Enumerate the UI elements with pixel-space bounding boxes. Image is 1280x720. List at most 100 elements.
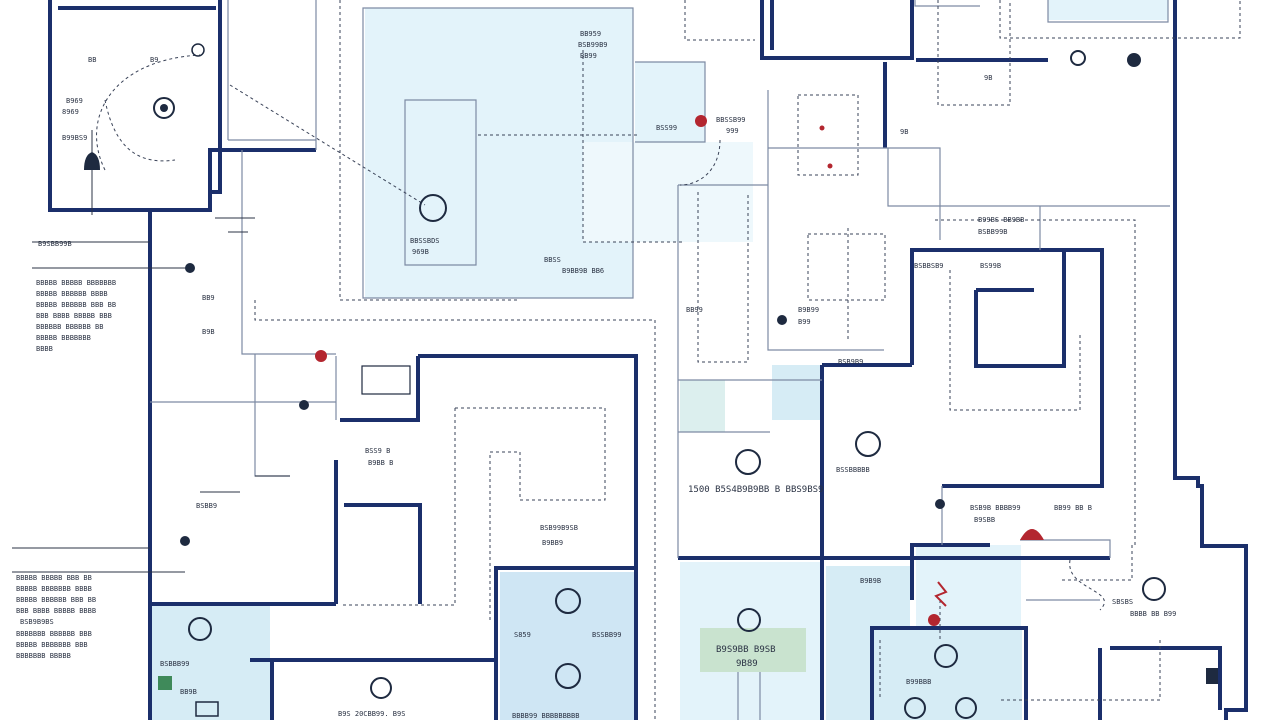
portrait-medallion-1 xyxy=(419,194,447,222)
fixture-red-1 xyxy=(315,350,327,362)
dash-17 xyxy=(684,0,755,41)
dash-18 xyxy=(96,54,201,171)
fixture-small-box-3 xyxy=(361,365,411,395)
room-fills xyxy=(58,0,1168,720)
label-l17: B9B xyxy=(202,328,215,336)
fixture-red-3 xyxy=(928,614,940,626)
fixture-small-box-2 xyxy=(195,701,219,717)
leader-6 xyxy=(215,217,255,233)
note-lower-0: BBBBB BBBBB BBB BB xyxy=(16,574,92,582)
fixture-red-dot-a xyxy=(819,125,825,131)
fixture-circle-1 xyxy=(153,97,175,119)
note-lower-6: BBBBBBB BBBBB xyxy=(16,652,71,660)
label-l32: BSB9B BBBB99 xyxy=(970,504,1021,512)
label-l31: BSSBBBBB xyxy=(836,466,870,474)
thin-partitions xyxy=(150,0,1170,720)
room-fill-green-tag xyxy=(700,628,806,672)
partition-o xyxy=(941,486,1111,558)
fixture-small-box-1 xyxy=(158,676,172,690)
wall-bottom-center-room xyxy=(494,566,636,720)
dash-05 xyxy=(254,300,656,720)
leader-lines xyxy=(12,130,290,573)
portrait-medallion-4 xyxy=(555,588,581,614)
note-upper-3: BBB BBBB BBBBB BBB xyxy=(36,312,112,320)
partition-r xyxy=(404,99,477,266)
label-l23: BB99 xyxy=(686,306,703,314)
portrait-medallion-7 xyxy=(934,644,958,668)
label-l18: BSS9 B xyxy=(365,447,390,455)
fixture-red-dot-b xyxy=(827,163,833,169)
label-l42: B99BBB xyxy=(906,678,931,686)
label-l27: BS99B xyxy=(980,262,1001,270)
portrait-medallion-11 xyxy=(904,697,926,719)
partition-i xyxy=(767,90,941,351)
wall-center-room xyxy=(418,354,638,720)
dashed-lines xyxy=(96,0,1241,720)
label-l20: BSBB9 xyxy=(196,502,217,510)
wall-left-upper-h xyxy=(208,148,316,192)
partition-c xyxy=(241,150,336,355)
label-l07: 8969 xyxy=(62,108,79,116)
label-l38: S859 xyxy=(514,631,531,639)
label-l34: BB99 BB B xyxy=(1054,504,1092,512)
label-l48: BSB9B9BS xyxy=(20,618,54,626)
label-l12: 969B xyxy=(412,248,429,256)
dash-16 xyxy=(999,0,1241,39)
label-l08: BSS99 xyxy=(656,124,677,132)
dash-02 xyxy=(339,0,520,301)
label-l06: B969 xyxy=(66,97,83,105)
label-l13: BBSS xyxy=(544,256,561,264)
label-l09: 999 xyxy=(726,127,739,135)
left-notes-lower: BBBBB BBBBB BBB BB BBBBB BBBBBBB BBBB BB… xyxy=(16,574,96,660)
portrait-medallion-13 xyxy=(1070,50,1086,66)
fixture-node-5 xyxy=(935,499,945,509)
note-lower-4: BBBBBBB BBBBBB BBB xyxy=(16,630,92,638)
label-l47: BSB9B9 xyxy=(838,358,863,366)
wall-bottom-right-b xyxy=(870,626,1028,720)
wall-right-outer xyxy=(1173,0,1248,720)
wall-right-block-inner xyxy=(974,252,1066,368)
wall-top-room-b xyxy=(760,0,914,60)
room-fill-stair-left xyxy=(680,380,725,432)
fixture-node-4 xyxy=(777,315,787,325)
left-notes-upper: BBBBB BBBBB BBBBBBB BBBBB BBBBBB BBBB BB… xyxy=(36,279,116,353)
dash-22 xyxy=(1000,640,1161,701)
wall-center-room-v xyxy=(340,356,420,422)
label-l33: B9SBB xyxy=(974,516,995,524)
fixtures xyxy=(84,43,1218,719)
label-l39: BSSBB99 xyxy=(592,631,622,639)
partition-e xyxy=(254,354,290,477)
wall-bottom-right-a xyxy=(910,543,990,600)
partition-s xyxy=(914,0,980,7)
portrait-medallion-5 xyxy=(555,663,581,689)
label-l03: BB99 xyxy=(580,52,597,60)
dash-07 xyxy=(455,407,606,620)
room-fill-stair-mid xyxy=(772,365,820,420)
label-l10: BBSSB99 xyxy=(716,116,746,124)
partition-g xyxy=(362,7,634,299)
fixture-node-3 xyxy=(299,400,309,410)
partition-k xyxy=(678,379,822,433)
dash-04 xyxy=(582,50,682,243)
label-l15: B9SBB99B xyxy=(38,240,72,248)
walls xyxy=(48,0,1248,720)
label-l46: BBBB99 BBBBBBBBB xyxy=(512,712,579,720)
fixture-red-2 xyxy=(695,115,707,127)
fixture-node-2 xyxy=(180,536,190,546)
wall-bottom-right-d xyxy=(1110,646,1222,710)
bell-icon xyxy=(84,152,100,170)
partition-a xyxy=(227,0,317,150)
label-l51: 9B xyxy=(984,74,992,82)
note-lower-2: BBBBB BBBBBB BBB BB xyxy=(16,596,96,604)
label-l01: BB959 xyxy=(580,30,601,38)
dash-23 xyxy=(1069,559,1105,611)
label-l21: BSB99B9SB xyxy=(540,524,578,532)
dash-09 xyxy=(797,94,859,176)
wall-top-left-room xyxy=(48,0,222,212)
label-l30: 1500 B5S4B9B9BB B BBS9BS9 xyxy=(688,485,823,495)
fixture-node-1 xyxy=(185,263,195,273)
dash-12 xyxy=(935,219,1136,545)
partition-l xyxy=(1047,0,1169,23)
partition-j xyxy=(677,184,768,558)
